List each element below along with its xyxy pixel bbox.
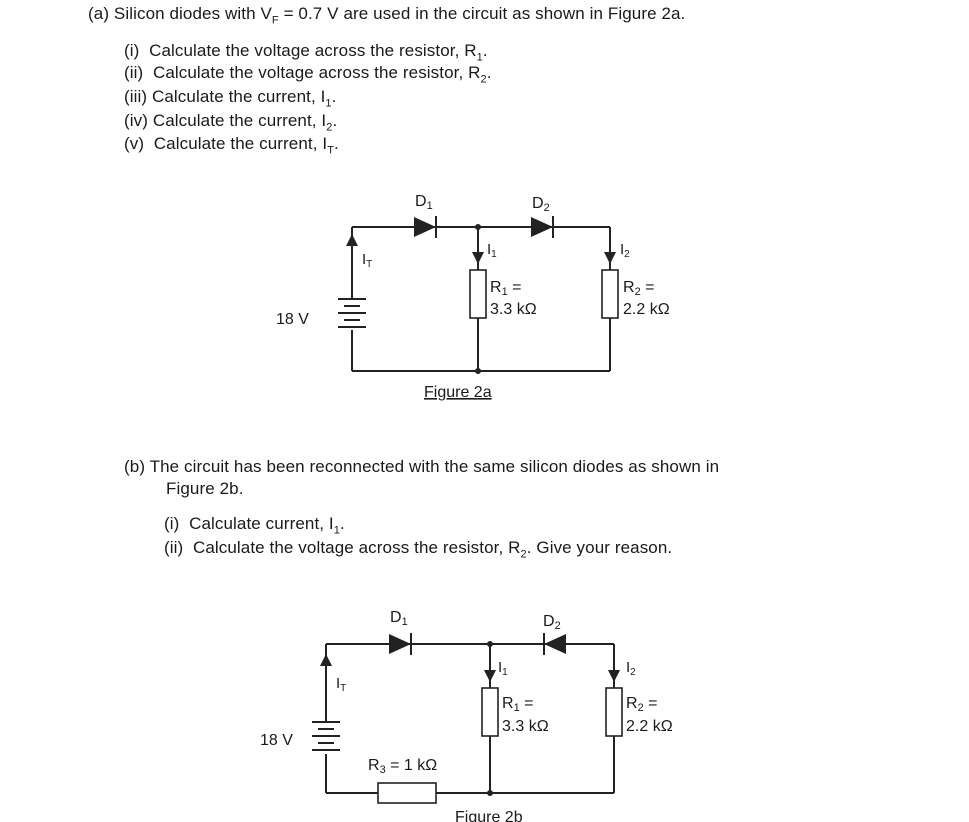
fig2b-diode-d1 bbox=[389, 633, 412, 655]
fig2b-resistor-r3 bbox=[377, 782, 437, 804]
question-number: (ii) bbox=[124, 63, 144, 82]
fig2a-battery-symbol bbox=[338, 298, 366, 328]
fig2a-resistor-r1 bbox=[469, 269, 487, 319]
part-b-question-2: (ii) Calculate the voltage across the re… bbox=[164, 538, 672, 564]
question-number: (iii) bbox=[124, 87, 148, 106]
figure-2a: D1 D2 IT I1 I2 R1 = 3.3 kΩ R2 = 2.2 kΩ 1… bbox=[276, 193, 670, 401]
part-a-question-5: (v) Calculate the current, IT. bbox=[124, 134, 339, 160]
part-a-question-2: (ii) Calculate the voltage across the re… bbox=[124, 63, 492, 89]
fig2a-r2-label: R2 = bbox=[623, 279, 654, 298]
fig2b-r3-label: R3 = 1 kΩ bbox=[368, 757, 437, 776]
fig2b-r2-value: 2.2 kΩ bbox=[626, 718, 673, 735]
fig2b-i1-label: I1 bbox=[498, 659, 508, 678]
question-number: (i) bbox=[164, 514, 180, 533]
fig2b-r2-label: R2 = bbox=[626, 695, 657, 714]
question-text: Calculate current, I bbox=[189, 514, 334, 533]
part-a-intro-post: = 0.7 V are used in the circuit as shown… bbox=[278, 4, 686, 23]
question-end: . bbox=[482, 41, 488, 60]
question-sub: 2 bbox=[480, 73, 487, 86]
fig2b-it-label: IT bbox=[336, 675, 346, 694]
fig2b-i2-label: I2 bbox=[626, 659, 636, 678]
fig2a-r1-value: 3.3 kΩ bbox=[490, 301, 537, 318]
part-a-question-4: (iv) Calculate the current, I2. bbox=[124, 111, 337, 137]
fig2a-diode-d2 bbox=[531, 216, 554, 238]
fig2a-resistor-r2 bbox=[601, 269, 619, 319]
part-a-question-1: (i) Calculate the voltage across the res… bbox=[124, 41, 488, 67]
part-a-intro-pre: (a) Silicon diodes with V bbox=[88, 4, 272, 23]
fig2a-d2-label: D2 bbox=[532, 195, 550, 214]
question-text: Calculate the voltage across the resisto… bbox=[149, 41, 477, 60]
fig2b-d1-label: D1 bbox=[390, 609, 408, 628]
fig2a-it-label: IT bbox=[362, 251, 372, 270]
question-sub: T bbox=[327, 144, 335, 157]
fig2a-i2-label: I2 bbox=[620, 241, 630, 260]
question-text: Calculate the voltage across the resisto… bbox=[192, 538, 521, 557]
fig2b-r1-label: R1 = bbox=[502, 695, 533, 714]
question-end: . Give your reason. bbox=[526, 538, 673, 557]
fig2a-r2-value: 2.2 kΩ bbox=[623, 301, 670, 318]
fig2b-node-top bbox=[487, 641, 493, 647]
fig2a-caption: Figure 2a bbox=[424, 384, 492, 401]
fig2a-i1-label: I1 bbox=[487, 241, 497, 260]
fig2b-diode-d2 bbox=[543, 633, 566, 655]
fig2b-r1-value: 3.3 kΩ bbox=[502, 718, 549, 735]
question-text: Calculate the current, I bbox=[153, 134, 328, 153]
fig2a-d1-label: D1 bbox=[415, 193, 433, 212]
question-text: Calculate the voltage across the resisto… bbox=[152, 63, 481, 82]
question-number: (ii) bbox=[164, 538, 184, 557]
fig2b-resistor-r1 bbox=[481, 687, 499, 737]
question-sub: 1 bbox=[325, 97, 332, 110]
fig2a-node-bottom bbox=[475, 368, 481, 374]
question-end: . bbox=[334, 134, 339, 153]
question-text: Calculate the current, I bbox=[151, 87, 326, 106]
question-sub: 1 bbox=[476, 51, 483, 64]
fig2b-resistor-r2 bbox=[605, 687, 623, 737]
fig2a-source-label: 18 V bbox=[276, 311, 309, 328]
part-b-question-1: (i) Calculate current, I1. bbox=[164, 514, 345, 540]
part-a-intro: (a) Silicon diodes with VF = 0.7 V are u… bbox=[88, 4, 685, 30]
part-a-intro-sub: F bbox=[271, 14, 279, 27]
question-number: (i) bbox=[124, 41, 140, 60]
question-number: (v) bbox=[124, 134, 145, 153]
fig2b-source-label: 18 V bbox=[260, 732, 293, 749]
question-sub: 1 bbox=[333, 524, 340, 537]
part-b-intro-line2: Figure 2b. bbox=[166, 479, 244, 498]
question-end: . bbox=[331, 87, 337, 106]
question-end: . bbox=[332, 111, 338, 130]
fig2a-diode-d1 bbox=[414, 216, 437, 238]
fig2b-caption: Figure 2b bbox=[455, 809, 523, 822]
question-text: Calculate the current, I bbox=[152, 111, 327, 130]
fig2b-battery-symbol bbox=[312, 721, 340, 751]
figure-2b: D1 D2 IT I1 I2 R1 = 3.3 kΩ R2 = 2.2 kΩ R… bbox=[260, 609, 673, 822]
question-end: . bbox=[486, 63, 492, 82]
fig2b-d2-label: D2 bbox=[543, 613, 561, 632]
fig2b-node-bottom bbox=[487, 790, 493, 796]
question-end: . bbox=[339, 514, 345, 533]
fig2a-r1-label: R1 = bbox=[490, 279, 521, 298]
part-b-intro-line1: (b) The circuit has been reconnected wit… bbox=[124, 457, 720, 476]
question-number: (iv) bbox=[124, 111, 148, 130]
part-a-question-3: (iii) Calculate the current, I1. bbox=[124, 87, 336, 113]
fig2a-node-top bbox=[475, 224, 481, 230]
question-sub: 2 bbox=[326, 121, 333, 134]
question-sub: 2 bbox=[520, 548, 527, 561]
